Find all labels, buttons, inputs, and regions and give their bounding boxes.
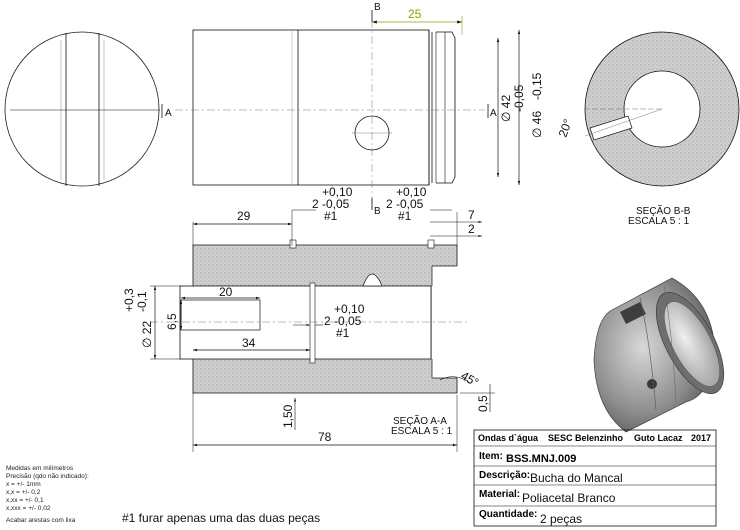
dim-1-50-label: 1,50: [281, 404, 295, 428]
bb-angle-label: 20°: [556, 117, 575, 139]
dim-25: 25: [372, 7, 463, 35]
groove-tol-right-ref: #1: [398, 209, 412, 223]
note-line-5: x,xxx = +/- 0,02: [6, 505, 51, 512]
dim-34-label: 34: [242, 336, 256, 350]
tb-material-label: Material:: [479, 489, 520, 500]
dim-34: 34: [193, 336, 310, 352]
dia-22-tol-minus: -0,1: [135, 291, 149, 312]
tb-qty-label: Quantidade:: [479, 509, 537, 520]
groove-tol-left-nom: 2 -0,05: [312, 197, 350, 211]
tb-qty-value: 2 peças: [540, 512, 582, 526]
dim-20-label: 20: [219, 285, 233, 299]
groove-tol-right-nom: 2 -0,05: [386, 197, 424, 211]
isometric-render: [593, 277, 725, 433]
dim-25-label: 25: [408, 7, 422, 21]
dim-29: 29: [192, 209, 293, 246]
section-a-marker: A A: [161, 104, 497, 119]
dim-dia-42: ∅ 42: [496, 38, 513, 177]
dim-2: 2: [430, 222, 482, 238]
note-line-4: x,xx = +/- 0,1: [6, 497, 44, 504]
section-bb-view: 20° SEÇÃO B-B ESCALA 5 : 1: [556, 31, 740, 227]
front-view: [175, 20, 485, 210]
dim-dia-46: ∅ 46 -0,05 -0,15: [512, 30, 544, 185]
section-a-label-left: A: [165, 108, 172, 119]
tb-item-label: Item:: [479, 451, 503, 462]
tb-desc-label: Descrição:: [479, 470, 530, 481]
footnote: #1 furar apenas uma das duas peças: [122, 511, 320, 525]
note-line-2: x = +/- 1mm: [6, 481, 41, 488]
note-line-1: Precisão (qdo não indicado):: [6, 473, 89, 480]
groove-tol-right: +0,10 2 -0,05 #1: [386, 185, 427, 223]
bb-scale: ESCALA 5 : 1: [628, 216, 690, 227]
dim-0-5-label: 0,5: [476, 395, 490, 412]
note-line-0: Medidas em milímetros: [6, 465, 74, 472]
groove-tol-left-plus: +0,10: [322, 185, 353, 199]
chamfer-label: 45°: [459, 368, 482, 389]
tb-header-3: 2017: [691, 433, 711, 443]
dim-6-5-label: 6,5: [165, 313, 179, 330]
dia-42-label: ∅ 42: [499, 95, 513, 122]
dim-2-label: 2: [468, 222, 475, 236]
tb-header-1: SESC Belenzinho: [548, 433, 624, 443]
dim-0-5: 0,5: [460, 384, 495, 412]
hole-tol-ref: #1: [336, 326, 350, 340]
dim-29-label: 29: [237, 209, 251, 223]
tb-desc-value: Bucha do Mancal: [530, 471, 623, 485]
section-b-marker-top: B: [371, 2, 381, 22]
tb-item-value: BSS.MNJ.009: [506, 453, 576, 465]
tb-header-2: Guto Lacaz: [634, 433, 683, 443]
note-line-3: x,x = +/- 0,2: [6, 489, 41, 496]
dia-46-label: ∅ 46: [530, 111, 544, 138]
title-block: Ondas d`água SESC Belenzinho Guto Lacaz …: [473, 429, 717, 527]
left-end-view: [4, 31, 160, 187]
dia-22-label: ∅ 22: [140, 321, 154, 348]
dia-46-tol-lower: -0,15: [530, 72, 544, 100]
section-b-label-bottom: B: [374, 206, 381, 217]
dia-46-tol-upper: -0,05: [512, 84, 526, 112]
tb-material-value: Poliacetal Branco: [522, 491, 616, 505]
dim-7-label: 7: [468, 208, 475, 222]
dim-78-label: 78: [318, 430, 332, 444]
dim-7: 7: [430, 208, 482, 246]
aa-scale: ESCALA 5 : 1: [391, 426, 453, 437]
dim-dia-22: ∅ 22 +0,3 -0,1: [122, 285, 181, 360]
dim-78: 78: [193, 430, 457, 447]
note-finish: Acabar arestas com lixa: [6, 517, 76, 524]
section-b-label-top: B: [374, 2, 381, 13]
dia-22-tol-plus: +0,3: [122, 288, 136, 312]
dim-1-50: 1,50: [281, 398, 297, 430]
dim-6-5: 6,5: [165, 300, 183, 330]
hole-tol-nom: 2 -0,05: [324, 314, 362, 328]
section-b-marker-bottom: B: [371, 198, 381, 217]
groove-tol-left-ref: #1: [324, 209, 338, 223]
hole-tol: +0,10 2 -0,05 #1: [293, 302, 365, 340]
groove-tol-left: +0,10 2 -0,05 #1: [312, 185, 353, 223]
aa-title: SEÇÃO A-A: [393, 414, 447, 427]
bb-title: SEÇÃO B-B: [636, 204, 691, 217]
hole-tol-plus: +0,10: [334, 302, 365, 316]
dim-20: 20: [181, 285, 260, 300]
section-a-label-right: A: [490, 108, 497, 119]
general-notes: Medidas em milímetros Precisão (qdo não …: [6, 465, 89, 524]
groove-tol-right-plus: +0,10: [396, 185, 427, 199]
section-aa-view: SEÇÃO A-A ESCALA 5 : 1: [150, 239, 470, 452]
tb-header-0: Ondas d`água: [478, 433, 539, 443]
